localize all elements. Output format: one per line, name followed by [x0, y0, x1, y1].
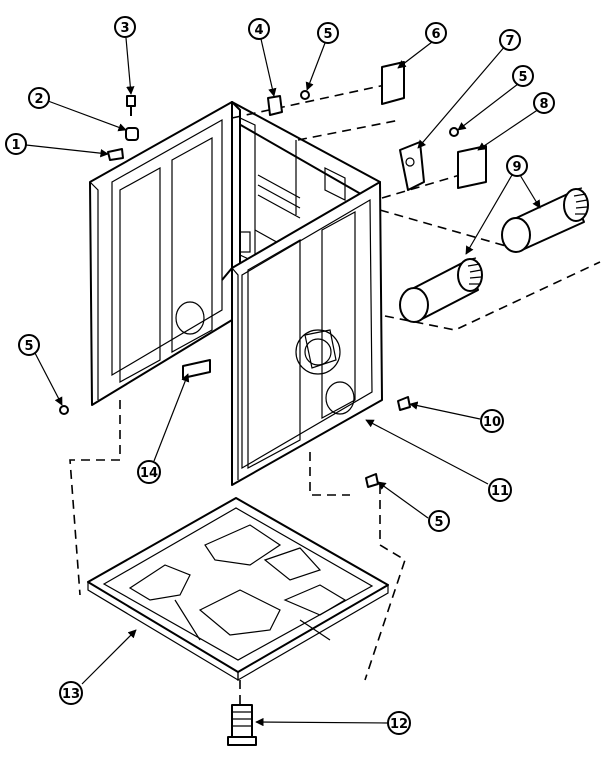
leader-lines [25, 37, 541, 727]
part-screw-3 [126, 95, 136, 116]
part-label-8 [457, 145, 487, 189]
callout-2: 2 [28, 87, 50, 109]
svg-text:2: 2 [34, 92, 43, 107]
svg-text:13: 13 [62, 687, 80, 702]
svg-text:14: 14 [140, 466, 158, 481]
svg-text:5: 5 [518, 70, 527, 85]
svg-text:8: 8 [539, 97, 548, 112]
callout-9: 9 [506, 155, 528, 177]
drum-rollers [399, 187, 589, 323]
callout-12: 12 [387, 711, 411, 735]
svg-text:4: 4 [254, 23, 263, 38]
callout-5-left: 5 [18, 334, 40, 356]
cabinet-front-panel [221, 181, 383, 486]
part-screw-5a [300, 90, 310, 100]
callout-11: 11 [488, 478, 512, 502]
svg-text:1: 1 [11, 138, 20, 153]
svg-text:12: 12 [390, 717, 408, 732]
callout-13: 13 [59, 681, 83, 705]
svg-text:5: 5 [434, 515, 443, 530]
svg-text:6: 6 [431, 27, 440, 42]
part-screw-10 [397, 396, 411, 411]
callout-10: 10 [480, 409, 504, 433]
callout-6: 6 [425, 22, 447, 44]
roller-lower [399, 257, 483, 323]
svg-text:10: 10 [483, 415, 501, 430]
part-screw-5b [449, 127, 459, 137]
svg-text:7: 7 [505, 34, 514, 49]
hardware-parts [59, 61, 487, 746]
callout-5-bottom: 5 [428, 510, 450, 532]
svg-text:5: 5 [24, 339, 33, 354]
svg-text:3: 3 [120, 21, 129, 36]
part-nut-2 [125, 127, 139, 141]
part-clip-1 [107, 148, 124, 161]
svg-text:9: 9 [512, 160, 521, 175]
callout-8: 8 [533, 92, 555, 114]
callout-4: 4 [248, 18, 270, 40]
part-screw-5d [365, 473, 379, 488]
part-bracket-4 [267, 95, 283, 116]
svg-text:11: 11 [491, 484, 509, 499]
svg-text:5: 5 [323, 27, 332, 42]
callout-5-right: 5 [512, 65, 534, 87]
callout-14: 14 [137, 460, 161, 484]
part-label-6 [381, 61, 405, 105]
roller-upper [501, 187, 589, 253]
callout-3: 3 [114, 16, 136, 38]
callout-7: 7 [499, 29, 521, 51]
callout-1: 1 [5, 133, 27, 155]
part-screw-5c [59, 405, 69, 415]
part-leveling-leg-12 [227, 704, 257, 746]
cabinet-base [87, 497, 389, 682]
callout-5-top: 5 [317, 22, 339, 44]
